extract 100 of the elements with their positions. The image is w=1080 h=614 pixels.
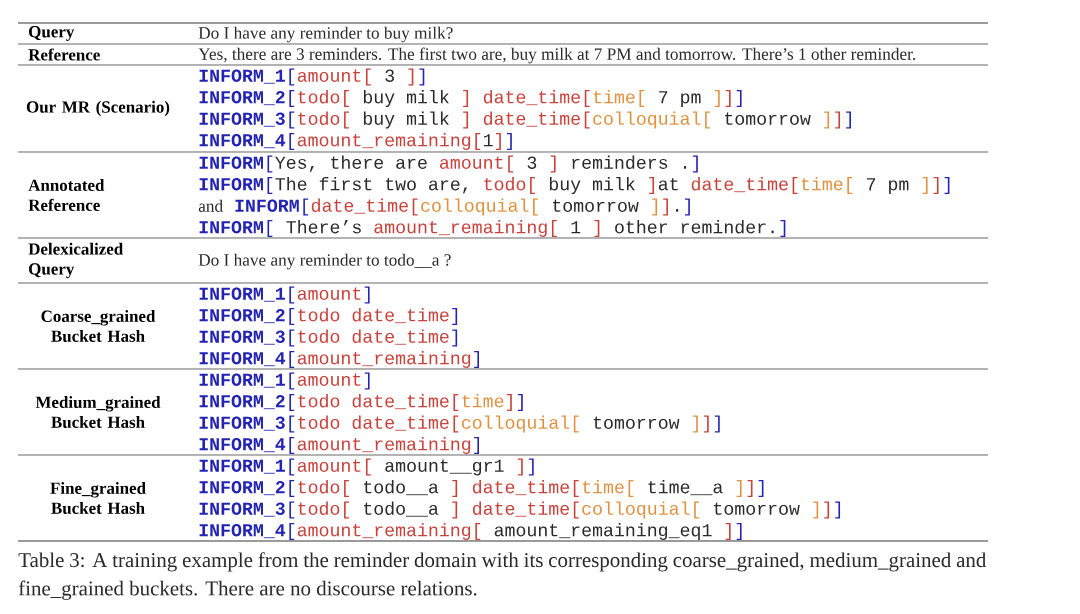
label: ] bbox=[714, 89, 720, 107]
label: ] bbox=[692, 415, 698, 433]
label: INFORM[ bbox=[235, 198, 309, 216]
code-line: INFORM_1[ amount[ amount__gr1 ] ] bbox=[199, 458, 534, 476]
label: buy milk bbox=[363, 111, 449, 129]
label: colloquial[ bbox=[593, 111, 710, 129]
label: reminders . bbox=[572, 155, 687, 169]
code-line: INFORM_3[ todo[ buy milk ] date_time[ colloquial[ tomorrow ] ] ] bbox=[199, 111, 851, 129]
label: amount_remaining_eq1 bbox=[494, 522, 712, 540]
label: 3 bbox=[385, 69, 394, 82]
label: date_time[ bbox=[691, 176, 798, 194]
label: tomorrow bbox=[714, 502, 800, 515]
label: tomorrow bbox=[725, 112, 811, 125]
label: ] bbox=[835, 501, 841, 519]
label: INFORM[ bbox=[199, 219, 273, 237]
code-line: INFORM_4[ amount_remaining[ amount_remaining_eq1 ] ] bbox=[199, 523, 742, 540]
label: ] bbox=[835, 111, 841, 129]
label: 1 bbox=[571, 221, 581, 234]
label: colloquial[ bbox=[461, 415, 579, 433]
cell-text: Yes, there are 3 reminders. The first two are, buy milk at 7 PM and tomorrow. There’s 1 other reminder. bbox=[198, 47, 916, 64]
label: ] bbox=[714, 415, 720, 433]
label: ] bbox=[824, 111, 830, 129]
code-line: INFORM_3[ todo date_time ] bbox=[199, 329, 458, 347]
label: ] bbox=[933, 176, 939, 194]
code-line: INFORM_2[ todo[ todo__a ] date_time[ time[ time__a ] ] ] bbox=[199, 480, 764, 497]
label: amount__gr1 bbox=[385, 459, 504, 476]
code-line: INFORM_4[ amount_remaining[ 1 ] ] bbox=[199, 133, 512, 150]
label: ] bbox=[780, 219, 786, 237]
code-line: INFORM[Yes, there are amount[ 3 ] reminders . ] bbox=[199, 155, 698, 173]
label: time bbox=[462, 393, 504, 408]
label: INFORM_1[ bbox=[199, 458, 295, 476]
row-header: Delexicalized Query bbox=[28, 242, 124, 279]
label: date_time[ bbox=[472, 479, 579, 497]
label: date_time[ bbox=[483, 111, 590, 129]
row-header: Annotated Reference bbox=[28, 179, 105, 211]
label: INFORM[ bbox=[199, 176, 273, 194]
label: todo date_time[ bbox=[298, 393, 459, 411]
cell-text: Do I have any reminder to todo__a ? bbox=[198, 253, 451, 270]
label: and bbox=[198, 199, 223, 212]
code-line: INFORM_4[ amount_remaining ] bbox=[199, 437, 479, 454]
label: amount[ bbox=[297, 68, 371, 86]
label: INFORM_3[ bbox=[199, 501, 295, 519]
label: amount_remaining[ bbox=[297, 522, 481, 540]
label: ] bbox=[506, 132, 512, 150]
label: ] bbox=[652, 198, 658, 216]
label: ] bbox=[824, 501, 830, 519]
label: There’s bbox=[286, 219, 361, 234]
label: ] bbox=[758, 479, 764, 497]
label: ] bbox=[846, 111, 851, 129]
label: . bbox=[676, 209, 679, 212]
label: 7 pm bbox=[867, 178, 909, 194]
label: ] bbox=[506, 393, 512, 411]
label: todo[ bbox=[298, 111, 349, 129]
code-line: INFORM_1[ amount ] bbox=[199, 286, 370, 304]
code-line: INFORM_2[ todo[ buy milk ] date_time[ time[ 7 pm ] ] ] bbox=[199, 90, 742, 107]
label: INFORM_4[ bbox=[199, 132, 295, 150]
label: date_time[ bbox=[483, 89, 590, 107]
label: ] bbox=[594, 219, 600, 237]
label: date_time[ bbox=[311, 198, 418, 216]
label: ] bbox=[452, 501, 458, 519]
label: INFORM[ bbox=[199, 155, 273, 173]
label: ] bbox=[649, 176, 655, 194]
label: ] bbox=[663, 198, 668, 216]
label: ] bbox=[703, 415, 709, 433]
label: 3 bbox=[527, 156, 537, 169]
label: ] bbox=[736, 522, 742, 540]
label: INFORM_2[ bbox=[199, 479, 295, 497]
label: ] bbox=[725, 522, 731, 540]
label: ] bbox=[685, 198, 690, 216]
label: amount[ bbox=[440, 155, 514, 173]
code-line: INFORM_2[ todo date_time ] bbox=[199, 308, 458, 325]
label: other reminder. bbox=[615, 219, 774, 234]
label: ] bbox=[463, 89, 469, 107]
label: Yes, there are bbox=[275, 155, 427, 172]
label: date_time[ bbox=[472, 501, 579, 519]
label: buy milk bbox=[549, 176, 635, 194]
row-header: Our MR (Scenario) bbox=[26, 100, 170, 117]
label: ] bbox=[452, 479, 458, 497]
code-line: and INFORM[ date_time[ colloquial[ tomorrow ] ] . ] bbox=[198, 198, 690, 216]
label: INFORM_1[ bbox=[199, 68, 295, 86]
label: ] bbox=[944, 176, 950, 194]
label: ] bbox=[408, 68, 414, 86]
label: buy milk bbox=[363, 89, 449, 107]
label: The first two are, bbox=[275, 176, 467, 194]
label: ] bbox=[736, 89, 742, 107]
label: todo[ bbox=[298, 89, 349, 107]
label: ] bbox=[736, 479, 742, 497]
label: tomorrow bbox=[553, 199, 639, 212]
label: INFORM_2[ bbox=[199, 393, 295, 411]
label: ] bbox=[725, 89, 731, 107]
label: colloquial[ bbox=[582, 501, 700, 519]
label: ] bbox=[747, 479, 753, 497]
cell-text: Do I have any reminder to buy milk? bbox=[198, 26, 453, 43]
label: at bbox=[658, 178, 678, 191]
label: ] bbox=[813, 501, 819, 519]
label: INFORM_4[ bbox=[199, 522, 295, 540]
label: ] bbox=[550, 155, 556, 173]
row-header: Reference bbox=[28, 48, 100, 61]
label: ] bbox=[463, 111, 469, 129]
label: time[ bbox=[801, 176, 853, 194]
